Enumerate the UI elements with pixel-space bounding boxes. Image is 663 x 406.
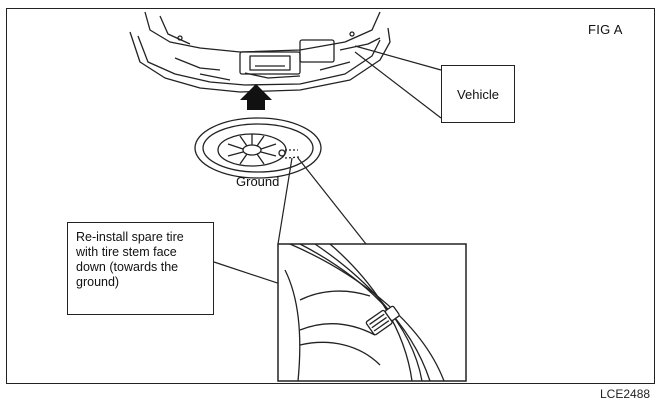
figure-label: FIG A bbox=[588, 22, 623, 37]
spare-tire-illustration bbox=[194, 117, 322, 179]
instruction-callout: Re-install spare tire with tire stem fac… bbox=[67, 222, 214, 315]
vehicle-label: Vehicle bbox=[457, 86, 499, 102]
figure-frame bbox=[6, 8, 655, 384]
valve-stem-detail bbox=[284, 243, 445, 382]
vehicle-callout: Vehicle bbox=[441, 65, 515, 123]
ground-label: Ground bbox=[236, 174, 280, 189]
detail-inset-box bbox=[277, 243, 467, 382]
vehicle-rear-illustration bbox=[129, 11, 391, 93]
figure-code: LCE2488 bbox=[600, 387, 651, 401]
up-arrow-icon bbox=[240, 84, 272, 110]
